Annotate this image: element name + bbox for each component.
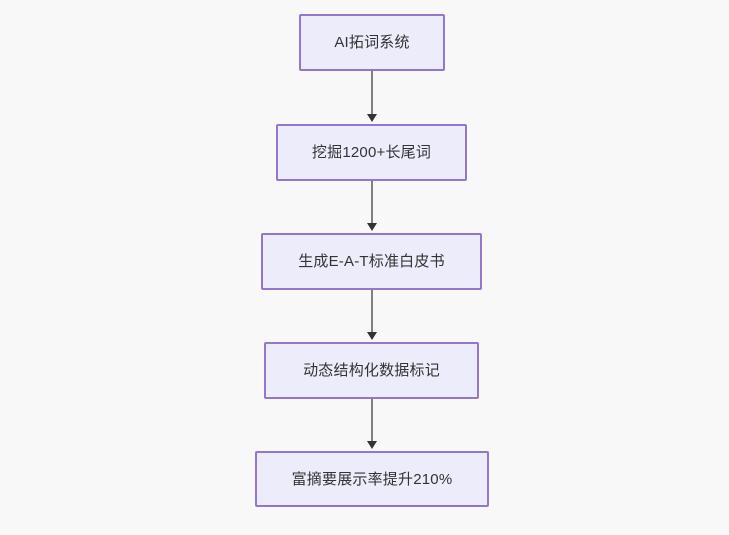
- flow-edge-4-arrowhead: [367, 441, 377, 449]
- flow-edge-3-arrowhead: [367, 332, 377, 340]
- flow-node-5-label: 富摘要展示率提升210%: [291, 470, 453, 488]
- flow-node-2[interactable]: 挖掘1200+长尾词: [276, 124, 467, 181]
- flow-edge-2: [371, 181, 373, 225]
- flow-node-3-label: 生成E-A-T标准白皮书: [298, 253, 445, 270]
- flow-edge-3: [371, 290, 373, 334]
- flow-node-2-label: 挖掘1200+长尾词: [311, 144, 432, 161]
- flow-node-4[interactable]: 动态结构化数据标记: [264, 342, 479, 399]
- flow-edge-2-arrowhead: [367, 223, 377, 231]
- flow-edge-1-arrowhead: [367, 114, 377, 122]
- flow-node-1[interactable]: AI拓词系统: [299, 14, 445, 71]
- flow-node-3[interactable]: 生成E-A-T标准白皮书: [261, 233, 482, 290]
- flow-edge-1: [371, 71, 373, 116]
- flow-node-5[interactable]: 富摘要展示率提升210%: [255, 451, 489, 507]
- flow-node-4-label: 动态结构化数据标记: [303, 362, 440, 379]
- flow-node-1-label: AI拓词系统: [334, 34, 410, 51]
- flow-edge-4: [371, 399, 373, 443]
